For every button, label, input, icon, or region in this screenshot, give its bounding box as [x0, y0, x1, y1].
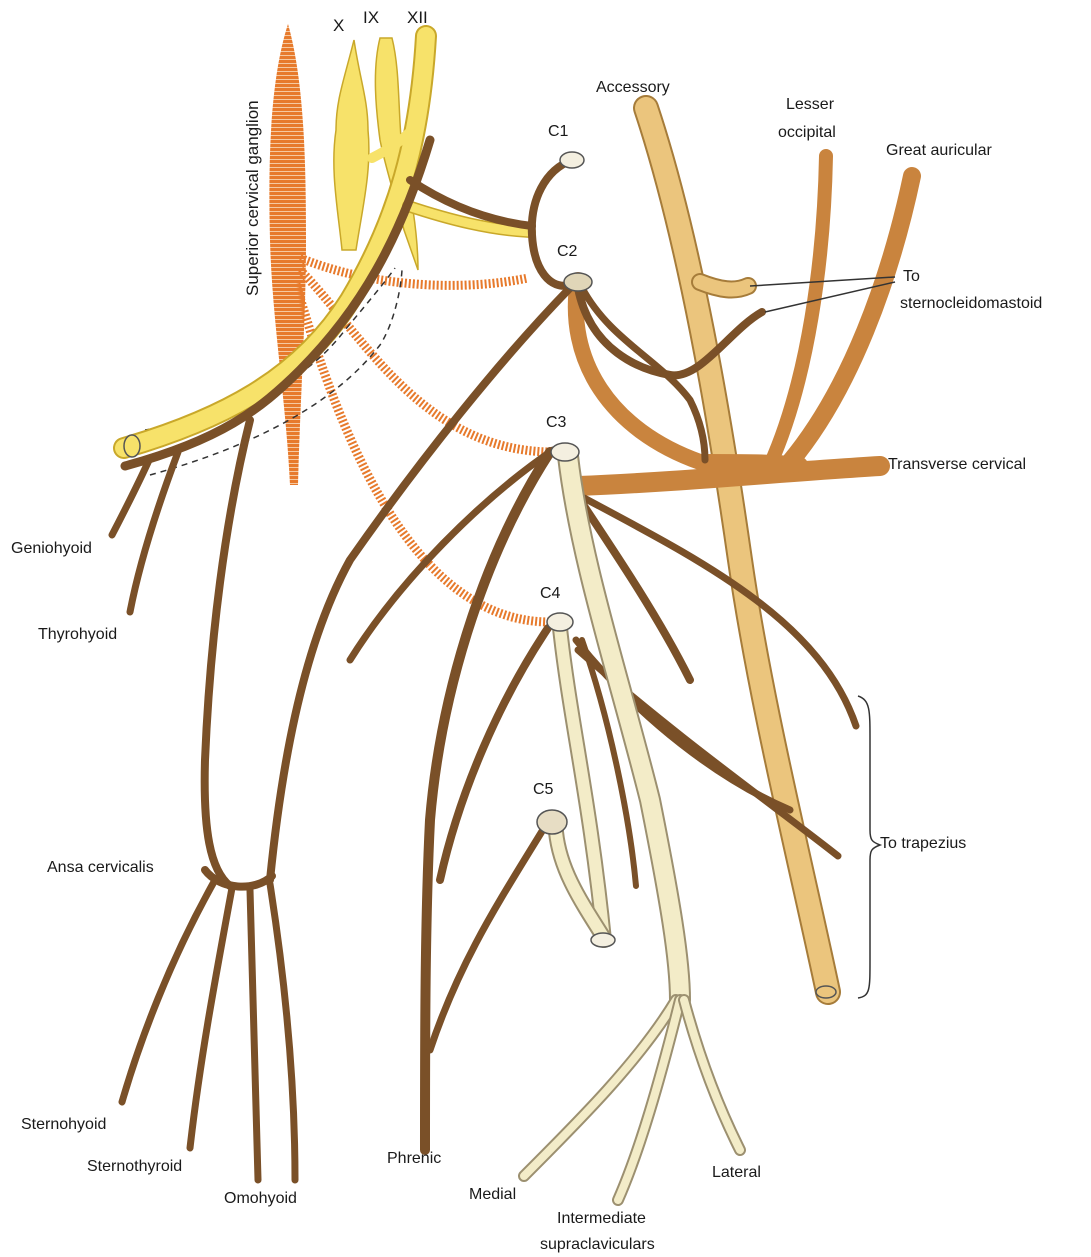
vagus-nerve: [334, 40, 369, 250]
geniohyoid-branch: [112, 458, 150, 535]
label-accessory: Accessory: [596, 79, 670, 97]
label-medial: Medial: [469, 1186, 516, 1204]
label-lateral: Lateral: [712, 1164, 761, 1182]
label-to-scm-2: sternocleidomastoid: [900, 295, 1042, 313]
label-ansa-cervicalis: Ansa cervicalis: [47, 859, 154, 877]
label-sternothyroid: Sternothyroid: [87, 1158, 182, 1176]
ansa-superior-root: [205, 420, 250, 886]
thyrohyoid-branch: [130, 452, 178, 612]
c2-inferior-root: [270, 288, 570, 880]
label-to-scm-1: To: [903, 268, 920, 286]
leader-lines: [750, 277, 895, 998]
hypoglossal-nerve: [124, 36, 530, 448]
trapezius-bracket: [858, 696, 880, 998]
superior-cervical-ganglion: [269, 24, 306, 485]
phrenic-nerve-c3: [425, 452, 550, 1150]
label-thyrohyoid: Thyrohyoid: [38, 626, 117, 644]
label-x: X: [333, 16, 344, 36]
c1-c2-loop: [532, 160, 572, 286]
label-transverse-cervical: Transverse cervical: [888, 456, 1026, 474]
omohyoid-branch-2: [270, 884, 295, 1180]
c2-branch-scm: [578, 288, 762, 375]
label-superior-cervical-ganglion: Superior cervical ganglion: [243, 100, 263, 296]
c3-inferior-root: [350, 450, 553, 660]
omohyoid-branch-1: [250, 890, 258, 1180]
label-c2: C2: [557, 243, 577, 261]
label-supraclaviculars: supraclaviculars: [540, 1236, 655, 1254]
label-phrenic: Phrenic: [387, 1150, 441, 1168]
label-lesser-occipital-1: Lesser: [786, 96, 834, 114]
label-geniohyoid: Geniohyoid: [11, 540, 92, 558]
label-omohyoid: Omohyoid: [224, 1190, 297, 1208]
label-c5: C5: [533, 781, 553, 799]
label-sternohyoid: Sternohyoid: [21, 1116, 106, 1134]
label-ix: IX: [363, 8, 379, 28]
label-intermediate: Intermediate: [557, 1210, 646, 1228]
label-great-auricular: Great auricular: [886, 142, 992, 160]
label-to-trapezius: To trapezius: [880, 835, 966, 853]
label-c4: C4: [540, 585, 560, 603]
label-c1: C1: [548, 123, 568, 141]
sternothyroid-branch: [190, 888, 232, 1148]
label-c3: C3: [546, 414, 566, 432]
label-lesser-occipital-2: occipital: [778, 124, 836, 142]
label-xii: XII: [407, 8, 428, 28]
